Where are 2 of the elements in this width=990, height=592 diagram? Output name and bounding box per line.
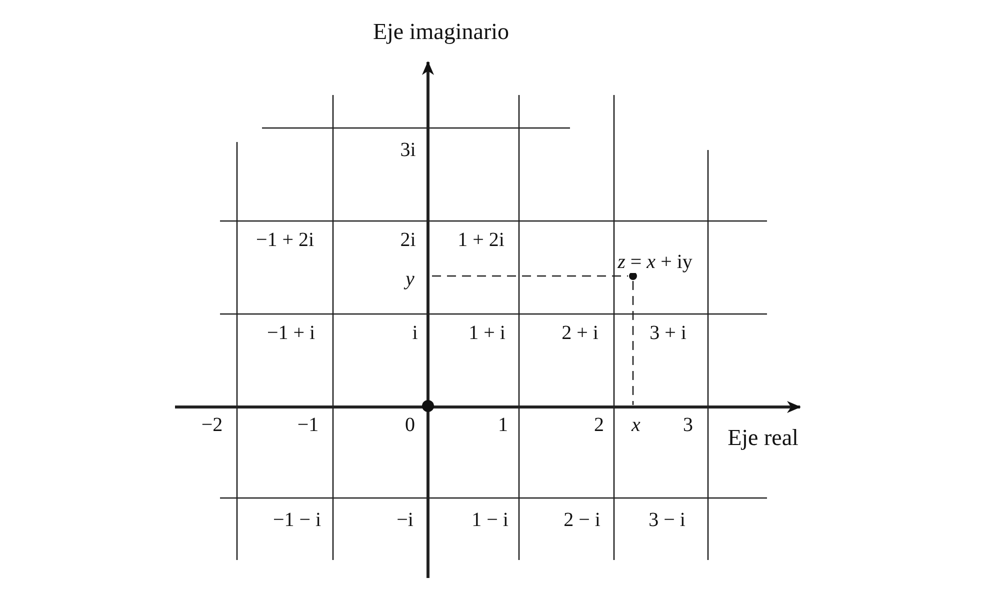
axis-title: Eje imaginario [370, 21, 512, 43]
axis-title: Eje real [726, 427, 800, 449]
